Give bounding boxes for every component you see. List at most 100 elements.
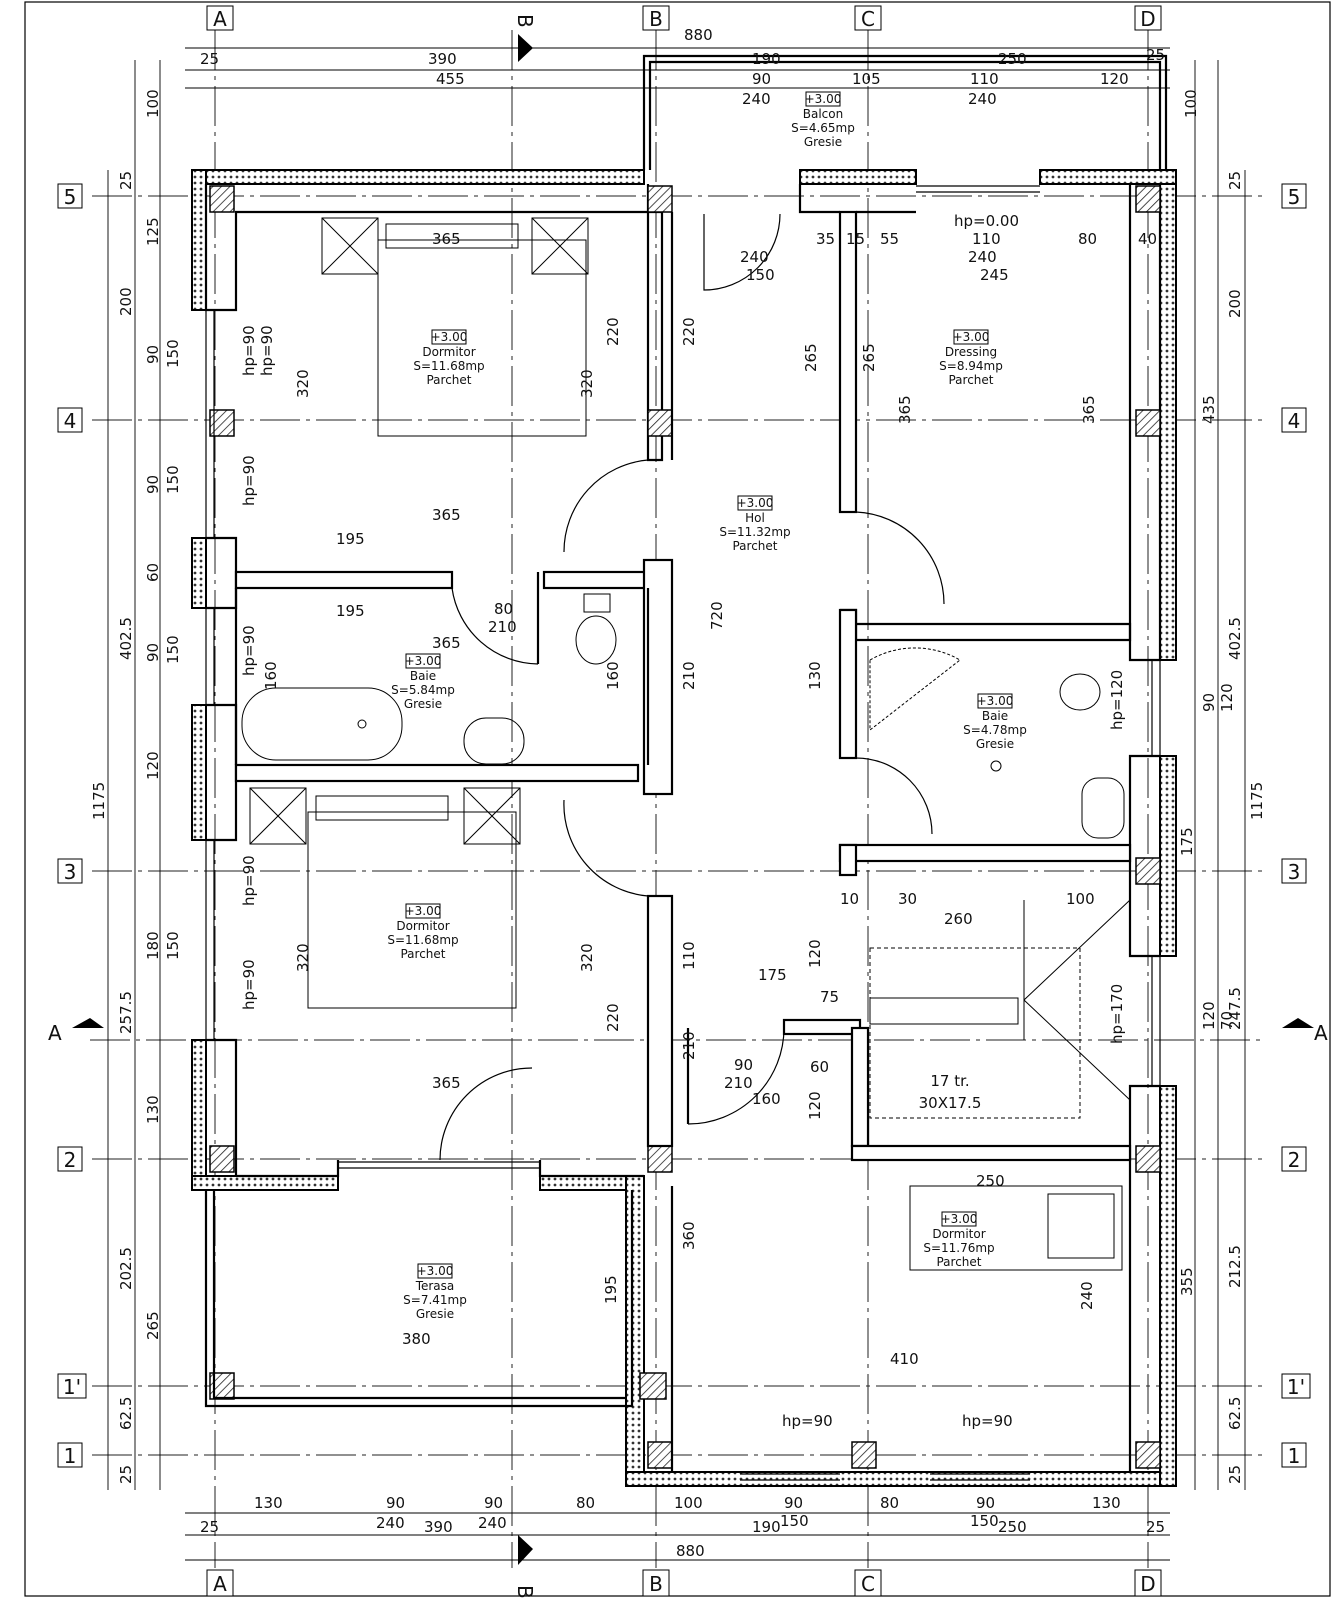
- room-finish: Parchet: [936, 1255, 981, 1269]
- room-terasa: +3.00 Terasa S=7.41mp Gresie: [403, 1263, 467, 1321]
- dim-label: 320: [294, 943, 312, 972]
- grid-tag-1-left: 1: [64, 1444, 77, 1468]
- dim-label: 80: [494, 600, 513, 618]
- dim-label: 160: [262, 661, 280, 690]
- grid-tag-d-bottom: D: [1140, 1572, 1155, 1596]
- dim-label: 80: [880, 1494, 899, 1512]
- dim-label: 25: [1226, 1465, 1244, 1484]
- room-finish: Parchet: [400, 947, 445, 961]
- dim-label: 202.5: [117, 1247, 135, 1290]
- dim-label: 150: [164, 931, 182, 960]
- grid-tag-b-bottom: B: [649, 1572, 663, 1596]
- dim-label: hp=90: [240, 959, 258, 1010]
- dim-label: 455: [436, 70, 465, 88]
- dim-label: 130: [144, 1095, 162, 1124]
- grid-tag-2-right: 2: [1288, 1148, 1301, 1172]
- dim-label: 90: [386, 1494, 405, 1512]
- room-finish: Gresie: [416, 1307, 454, 1321]
- room-level: +3.00: [431, 330, 468, 344]
- dim-label: 410: [890, 1350, 919, 1368]
- grid-tags: A B C D A B C D 5 4 3 2 1' 1 5 4 3 2: [57, 5, 1311, 1597]
- room-area: S=7.41mp: [403, 1293, 467, 1307]
- dim-label: 355: [1178, 1267, 1196, 1296]
- grid-tag-3-right: 3: [1288, 860, 1301, 884]
- dim-label: 402.5: [117, 617, 135, 660]
- dim-label: hp=0.00: [954, 212, 1019, 230]
- dim-label: 240: [478, 1514, 507, 1532]
- room-name: Baie: [982, 709, 1008, 723]
- room-labels: +3.00 Balcon S=4.65mp Gresie +3.00 Dormi…: [387, 91, 1027, 1321]
- dim-label: 435: [1200, 395, 1218, 424]
- room-dormitor-1: +3.00 Dormitor S=11.68mp Parchet: [413, 329, 485, 387]
- dim-label: 150: [164, 339, 182, 368]
- grid-tag-c-bottom: C: [861, 1572, 875, 1596]
- dim-label: 25: [200, 1518, 219, 1536]
- dim-label: 90: [784, 1494, 803, 1512]
- dim-label: 720: [708, 601, 726, 630]
- dim-label: 120: [1218, 683, 1236, 712]
- exterior-wall-faces: [204, 184, 1162, 1472]
- dim-label: 265: [860, 343, 878, 372]
- dim-label: 220: [680, 317, 698, 346]
- section-marks: B B A A: [48, 14, 1328, 1599]
- dim-label: 200: [117, 287, 135, 316]
- dim-label: 25: [1146, 46, 1165, 64]
- exterior-walls: [191, 169, 1177, 1487]
- dimension-texts: 880 25 390 455 190 250 25 90 105 110 120…: [90, 26, 1266, 1560]
- dim-label: 120: [1200, 1001, 1218, 1030]
- room-name: Terasa: [415, 1279, 455, 1293]
- dim-label: 60: [810, 1058, 829, 1076]
- dim-label: 75: [820, 988, 839, 1006]
- dim-label: 130: [254, 1494, 283, 1512]
- dim-label: 880: [676, 1542, 705, 1560]
- dim-label: 62.5: [1226, 1397, 1244, 1430]
- room-level: +3.00: [941, 1212, 978, 1226]
- dim-label: 365: [432, 634, 461, 652]
- dim-label: 365: [1080, 395, 1098, 424]
- dim-label: 175: [1178, 827, 1196, 856]
- dim-label: 265: [802, 343, 820, 372]
- dim-label: 360: [680, 1221, 698, 1250]
- dim-label: 180: [144, 931, 162, 960]
- dim-label: 90: [976, 1494, 995, 1512]
- dim-label: 190: [752, 50, 781, 68]
- dim-label: 257.5: [117, 991, 135, 1034]
- dim-label: 80: [576, 1494, 595, 1512]
- dim-label: 245: [980, 266, 1009, 284]
- dim-label: 390: [424, 1518, 453, 1536]
- dim-label: 100: [674, 1494, 703, 1512]
- grid-tag-c-top: C: [861, 7, 875, 31]
- room-finish: Parchet: [426, 373, 471, 387]
- room-level: +3.00: [737, 496, 774, 510]
- room-baie-2: +3.00 Baie S=4.78mp Gresie: [963, 693, 1027, 751]
- dim-label: 10: [840, 890, 859, 908]
- room-name: Dormitor: [422, 345, 475, 359]
- windows: [205, 185, 1161, 1481]
- interior-walls: [204, 54, 1168, 1472]
- axis-lines: [90, 30, 1262, 1568]
- room-dormitor-3: +3.00 Dormitor S=11.76mp Parchet: [923, 1211, 995, 1269]
- dim-label: 90: [484, 1494, 503, 1512]
- dim-label: hp=90: [240, 855, 258, 906]
- dim-label: 150: [780, 1512, 809, 1530]
- room-level: +3.00: [417, 1264, 454, 1278]
- dim-label: 365: [432, 1074, 461, 1092]
- room-hol: +3.00 Hol S=11.32mp Parchet: [719, 495, 791, 553]
- stair-steps: 17 tr.: [930, 1072, 969, 1090]
- dim-label: 100: [1066, 890, 1095, 908]
- grid-tag-a-top: A: [213, 7, 227, 31]
- dim-label: 380: [402, 1330, 431, 1348]
- dimension-lines: [107, 47, 1246, 1561]
- dim-label: 25: [1146, 1518, 1165, 1536]
- dim-label: 150: [164, 465, 182, 494]
- room-name: Baie: [410, 669, 436, 683]
- room-name: Dormitor: [932, 1227, 985, 1241]
- dim-label: 320: [578, 943, 596, 972]
- dim-label: 240: [968, 90, 997, 108]
- dim-label: 247.5: [1226, 987, 1244, 1030]
- room-baie-1: +3.00 Baie S=5.84mp Gresie: [391, 653, 455, 711]
- dim-label: 80: [1078, 230, 1097, 248]
- dim-label: 30: [898, 890, 917, 908]
- room-area: S=5.84mp: [391, 683, 455, 697]
- dim-label: hp=120: [1108, 670, 1126, 730]
